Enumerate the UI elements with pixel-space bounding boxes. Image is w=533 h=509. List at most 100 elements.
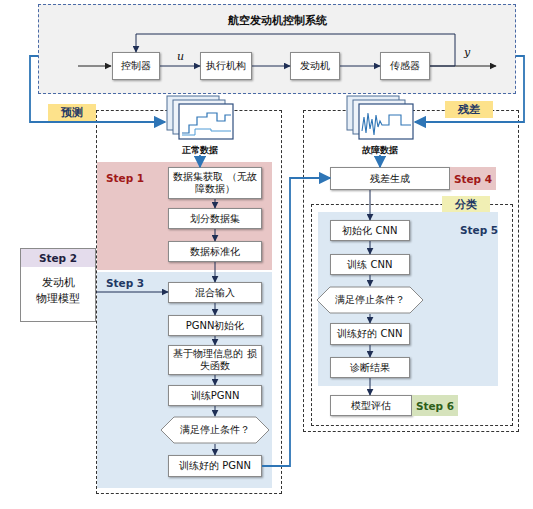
model-box: Step 2 发动机 物理模型 — [20, 248, 96, 322]
section-tag: 预测 — [48, 104, 96, 121]
box-label: 混合输入 — [195, 287, 235, 299]
step-band: Step 5 初始化 CNN 训练 CNN 满足停止条件？ 训练好的 CNN 诊断结果 — [318, 212, 498, 386]
flow-arrow — [215, 406, 216, 416]
flow-arrow — [370, 190, 371, 220]
process-box: 残差生成 — [330, 167, 450, 190]
flow-arrow — [215, 375, 216, 385]
flow-arrow — [340, 66, 380, 67]
process-box: 传感器 — [380, 52, 430, 80]
fault-data-icon — [345, 95, 415, 141]
flow-arrow — [215, 262, 216, 282]
section-tag: 分类 — [442, 196, 490, 213]
box-label: 执行机构 — [206, 60, 246, 72]
flow-arrow — [215, 336, 216, 345]
box-label: 训练PGNN — [191, 390, 240, 402]
box-label: 传感器 — [390, 60, 420, 72]
box-label: 划分数据集 — [190, 213, 240, 225]
step-tag: Step 4 — [450, 167, 496, 190]
step-tag: Step 6 — [412, 395, 458, 416]
step-label: Step 3 — [106, 277, 144, 289]
box-label: 诊断结果 — [350, 362, 390, 374]
flow-arrow — [215, 199, 216, 208]
step-label: Step 1 — [106, 172, 144, 184]
data-flow-arrow — [262, 178, 330, 466]
decision-label: 满足停止条件？ — [180, 423, 250, 437]
flow-arrow — [370, 314, 371, 323]
box-label: PGNN初始化 — [186, 320, 245, 332]
icon-window — [179, 104, 233, 139]
stage-region: 分类Step 5初始化 CNN训练 CNN满足停止条件？训练好的 CNN诊断结果… — [311, 204, 513, 426]
process-box: 训练好的 PGNN — [168, 455, 262, 477]
signal-trace — [182, 129, 231, 135]
system-frame: 航空发动机控制系统控制器 执行机构 发动机 传感器 — [38, 4, 516, 94]
step-label: Step 2 — [21, 249, 95, 267]
section-tag: 残差 — [445, 101, 493, 118]
flow-arrow — [215, 303, 216, 315]
box-label: 数据集获取 （无故障数据） — [169, 171, 261, 195]
decision-diamond: 满足停止条件？ — [160, 416, 270, 444]
data-flow-arrow — [379, 155, 381, 167]
icon-caption: 故障数据 — [345, 145, 415, 155]
signal-label: u — [177, 50, 184, 63]
box-label: 基于物理信息的 损失函数 — [169, 348, 261, 372]
model-name: 发动机 物理模型 — [35, 275, 81, 307]
process-box: 数据集获取 （无故障数据） — [168, 167, 262, 199]
flow-arrow — [370, 241, 371, 254]
box-label: 初始化 CNN — [342, 225, 397, 237]
signal-trace — [362, 113, 411, 135]
stage-region: 残差残差生成Step 4分类Step 5初始化 CNN训练 CNN满足停止条件？… — [303, 110, 519, 432]
flow-arrow — [370, 345, 371, 357]
process-box: 数据标准化 — [168, 241, 262, 262]
flow-arrow — [215, 229, 216, 241]
flow-arrow — [370, 378, 371, 395]
flow-arrow — [252, 66, 290, 67]
stage-region: 预测Step 1数据集获取 （无故障数据）划分数据集数据标准化Step 3混合输… — [96, 110, 282, 494]
process-box: 训练PGNN — [168, 385, 262, 406]
process-box: PGNN初始化 — [168, 315, 262, 336]
diamond-shape — [161, 417, 269, 443]
flow-arrow — [215, 444, 216, 455]
step-band: Step 3 混合输入 PGNN初始化基于物理信息的 损失函数训练PGNN 满足停止条… — [97, 272, 272, 488]
data-flow-arrow — [415, 56, 524, 122]
system-title: 航空发动机控制系统 — [39, 13, 515, 28]
box-label: 发动机 — [300, 60, 330, 72]
process-box: 初始化 CNN — [330, 220, 410, 241]
diamond-shape — [317, 287, 423, 313]
normal-data-icon — [165, 95, 235, 141]
decision-label: 满足停止条件？ — [335, 293, 405, 307]
flow-arrow — [160, 66, 200, 67]
process-box: 控制器 — [112, 52, 160, 80]
process-box: 划分数据集 — [168, 208, 262, 229]
process-box: 诊断结果 — [330, 357, 410, 378]
flow-arrow — [370, 275, 371, 286]
step-band: Step 1 数据集获取 （无故障数据） 划分数据集数据标准化 — [97, 162, 272, 270]
icon-caption: 正常数据 — [165, 145, 235, 155]
box-label: 数据标准化 — [190, 246, 240, 258]
decision-diamond: 满足停止条件？ — [316, 286, 424, 314]
box-label: 控制器 — [121, 60, 151, 72]
signal-trace — [182, 113, 231, 133]
process-box: 训练 CNN — [330, 254, 410, 275]
process-box: 模型评估 — [330, 395, 412, 416]
process-box: 混合输入 — [168, 282, 262, 303]
process-box: 训练好的 CNN — [330, 323, 410, 345]
process-box: 执行机构 — [200, 52, 252, 80]
step-label: Step 6 — [416, 400, 454, 412]
box-label: 训练 CNN — [347, 259, 392, 271]
box-label: 残差生成 — [370, 173, 410, 185]
box-label: 训练好的 PGNN — [179, 460, 251, 472]
flow-arrow — [96, 292, 168, 293]
icon-window — [359, 104, 413, 139]
box-label: 训练好的 CNN — [337, 328, 402, 340]
box-label: 模型评估 — [351, 400, 391, 412]
process-box: 基于物理信息的 损失函数 — [168, 345, 262, 375]
flow-arrow — [136, 34, 455, 66]
step-label: Step 4 — [454, 173, 492, 185]
step-label: Step 5 — [460, 224, 498, 236]
data-flow-arrow — [30, 56, 165, 122]
data-flow-arrow — [199, 155, 201, 167]
process-box: 发动机 — [290, 52, 340, 80]
signal-label: y — [464, 46, 470, 59]
